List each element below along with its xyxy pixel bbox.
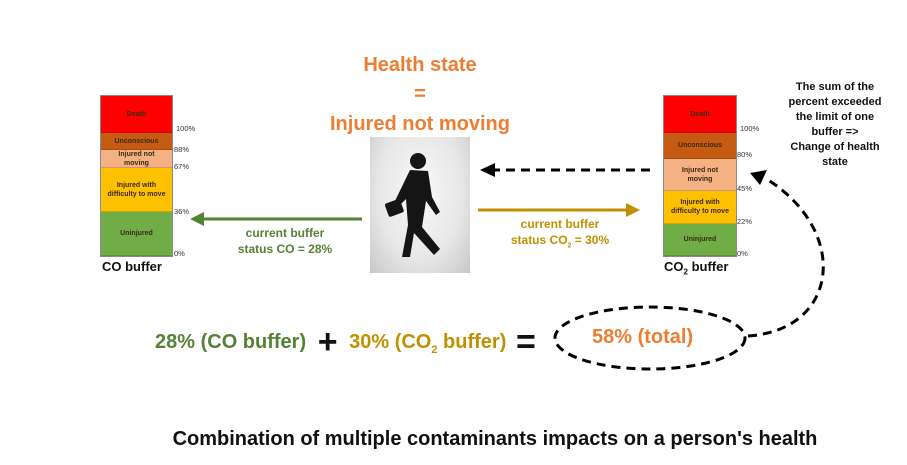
co2-tick-45: 45% <box>737 184 753 193</box>
health-state-title: Health state <box>363 54 477 76</box>
note-line: percent exceeded <box>788 96 882 108</box>
co2-title-main: CO <box>664 259 684 274</box>
co2-title-rest: buffer <box>687 259 729 274</box>
note-line: buffer => <box>811 126 859 138</box>
co-tick-0: 0% <box>174 249 185 258</box>
co2-status-text: current buffer status CO2 = 30% <box>500 216 620 254</box>
co-segment-not-moving: Injured not moving <box>101 150 172 168</box>
caption: Combination of multiple contaminants imp… <box>172 428 818 450</box>
co-segment-death: Death <box>101 96 172 133</box>
dashed-arrow-to-person-icon <box>480 163 650 177</box>
running-person-image <box>370 137 470 273</box>
co2-segment-unconscious: Unconscious <box>664 133 736 159</box>
co2-status-sub: 2 <box>567 242 572 250</box>
co-status-line1: current buffer <box>245 226 325 240</box>
equals-sign: = <box>515 323 536 361</box>
equation-co: 28% (CO buffer) <box>155 331 307 353</box>
co2-buffer-bar: Death Unconscious Injured not moving Inj… <box>663 95 737 257</box>
co-tick-88: 88% <box>174 145 190 154</box>
note-line: the limit of one <box>795 111 875 123</box>
dashed-curve-arrow-icon <box>747 170 825 338</box>
co2-tick-80: 80% <box>737 150 753 159</box>
plus-sign: + <box>317 323 338 361</box>
co2-status-b: = 30% <box>571 233 610 247</box>
co-tick-67: 67% <box>174 162 190 171</box>
equation-co2-b: buffer) <box>437 331 507 353</box>
note-line: state <box>822 156 848 168</box>
co2-title-sub: 2 <box>683 267 688 277</box>
total-dashed-ellipse <box>553 305 747 371</box>
co-tick-100: 100% <box>176 124 196 133</box>
note-line: Change of health <box>790 141 880 153</box>
health-state-equals: = <box>414 83 426 105</box>
person-silhouette-icon <box>384 153 440 257</box>
co-segment-difficulty: Injured with difficulty to move <box>101 168 172 212</box>
equation: 28% (CO buffer) + 30% (CO2 buffer) = <box>155 323 540 362</box>
equation-co2: 30% (CO2 buffer) <box>349 331 507 356</box>
note-line: The sum of the <box>795 81 875 93</box>
co2-status-line2: status CO2 = 30% <box>500 232 620 254</box>
equation-total: 58% (total) <box>592 326 694 348</box>
co2-segment-death: Death <box>664 96 736 133</box>
co2-tick-22: 22% <box>737 217 753 226</box>
co-tick-36: 36% <box>174 207 190 216</box>
co2-segment-difficulty: Injured with difficulty to move <box>664 191 736 224</box>
co2-segment-not-moving: Injured not moving <box>664 159 736 191</box>
co-buffer-bar: Death Unconscious Injured not moving Inj… <box>100 95 173 257</box>
health-state-value: Injured not moving <box>330 113 510 135</box>
co-segment-uninjured: Uninjured <box>101 212 172 256</box>
olive-arrow-icon <box>478 203 640 217</box>
threshold-note: The sum of the percent exceeded the limi… <box>770 80 900 170</box>
co-segment-unconscious: Unconscious <box>101 133 172 150</box>
co2-buffer-title: CO2 buffer <box>664 259 728 277</box>
co-status-text: current buffer status CO = 28% <box>225 225 345 257</box>
co2-status-a: status CO <box>510 233 568 247</box>
co2-status-line1: current buffer <box>520 217 600 231</box>
co-status-line2: status CO = 28% <box>237 242 333 256</box>
co2-tick-100: 100% <box>740 124 760 133</box>
green-arrow-icon <box>190 212 362 226</box>
co-buffer-title: CO buffer <box>102 259 162 274</box>
co2-tick-0: 0% <box>737 249 748 258</box>
equation-co2-a: 30% (CO <box>349 331 432 353</box>
equation-co2-sub: 2 <box>431 344 438 356</box>
co2-segment-uninjured: Uninjured <box>664 224 736 256</box>
